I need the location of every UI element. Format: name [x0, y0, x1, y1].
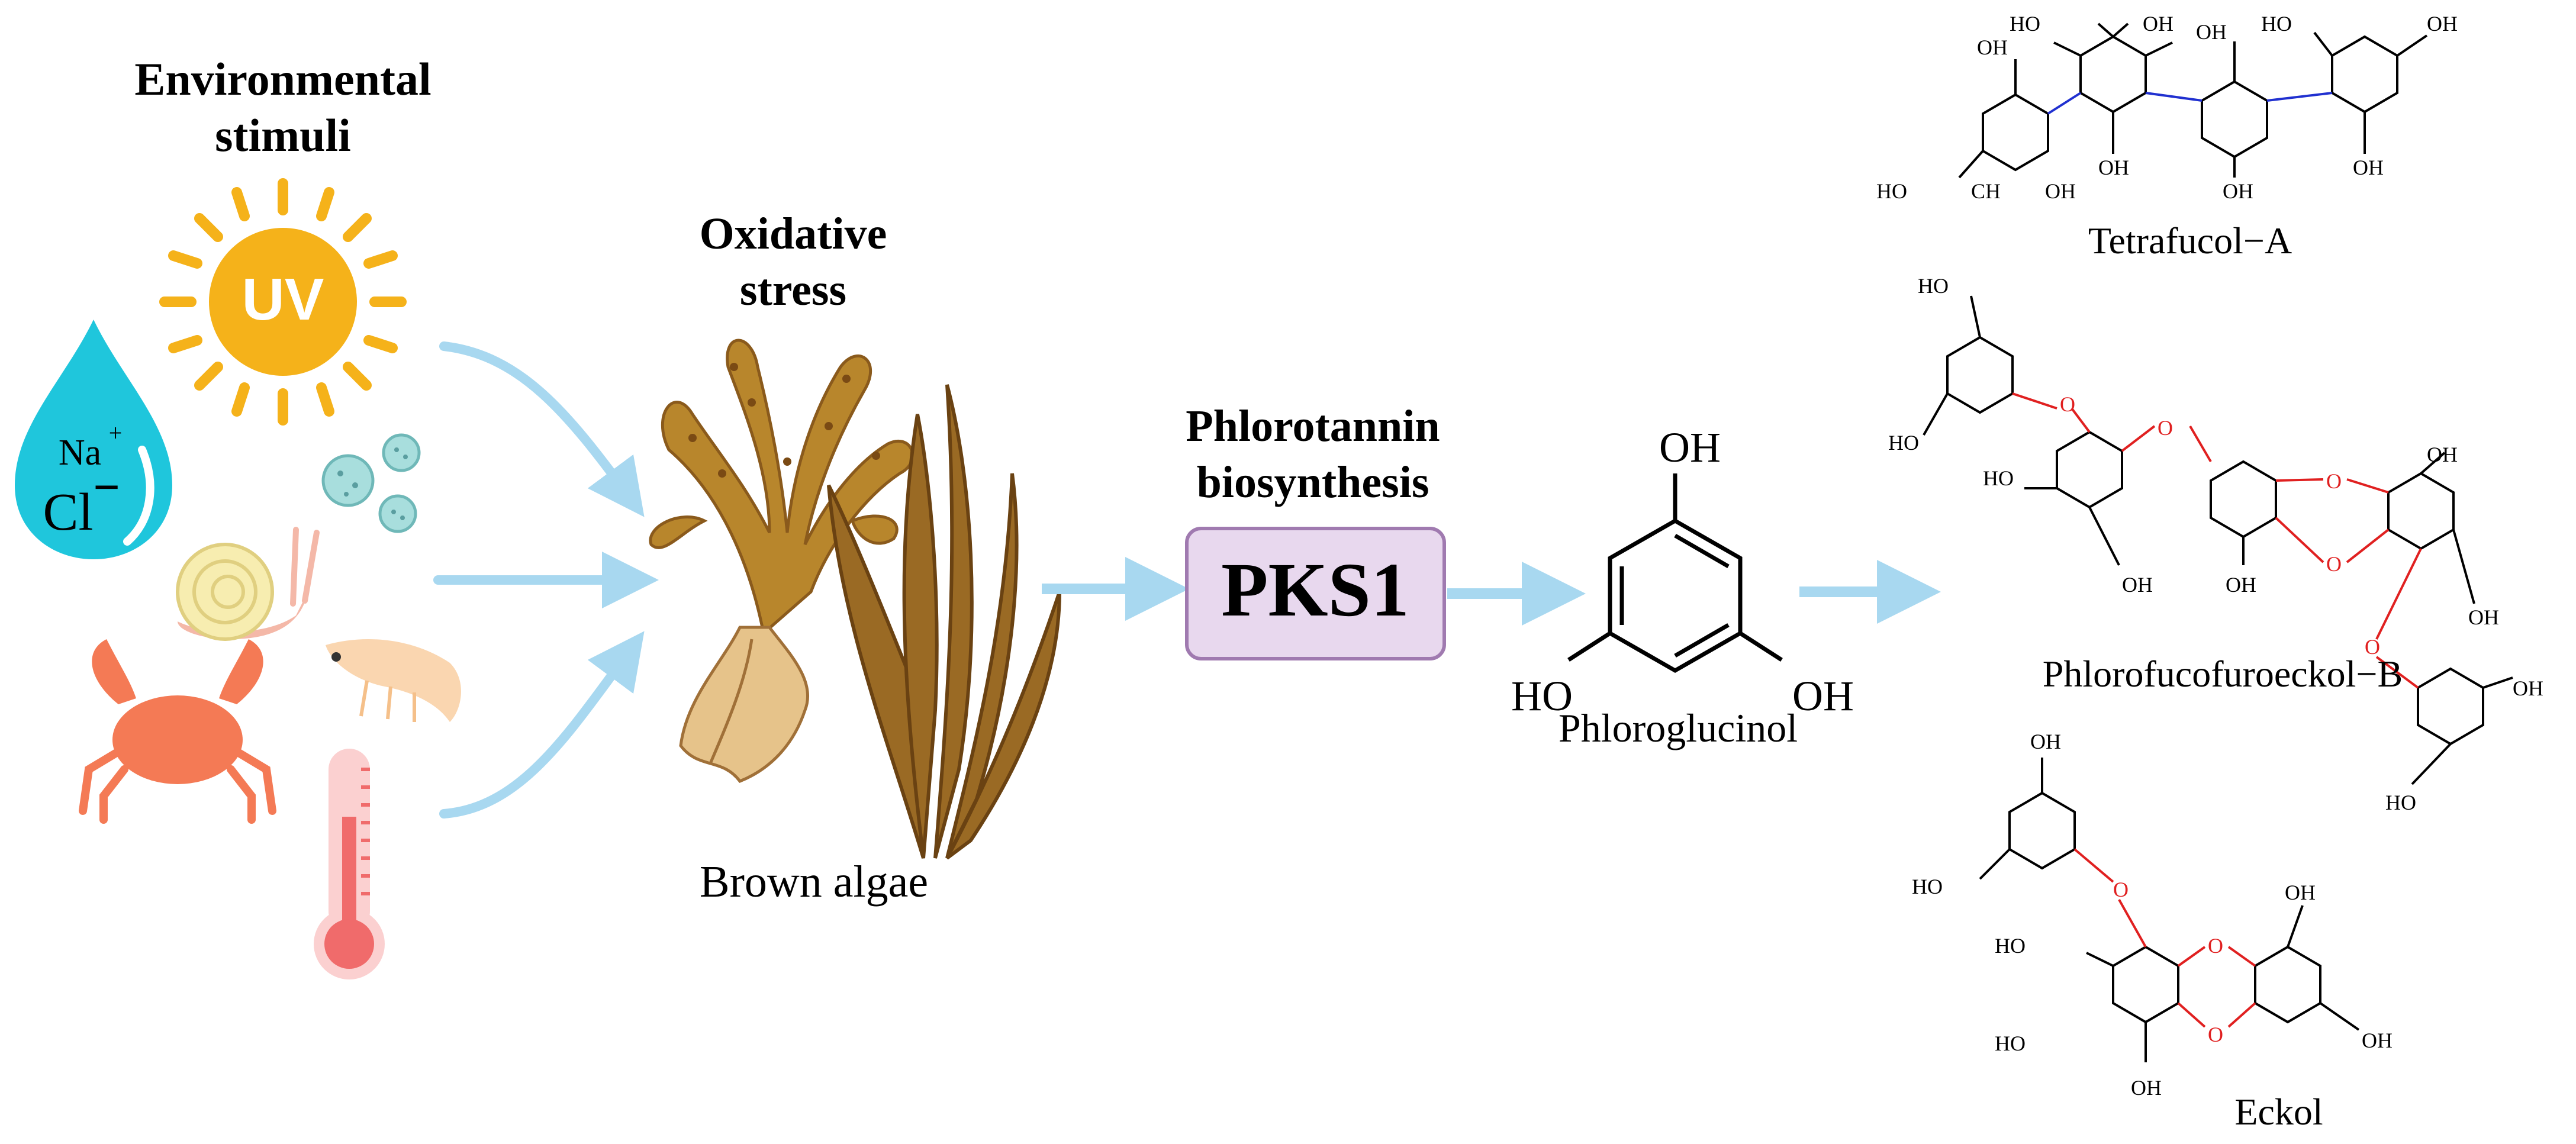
- pfe-ho-9: HO: [2385, 791, 2416, 814]
- phlorofucofuroeckol-b-label: Phlorofucofuroeckol−B: [2043, 653, 2403, 695]
- tetrafucol-oh-9: OH: [2353, 156, 2384, 179]
- salt-na-charge: +: [109, 420, 123, 446]
- salt-cl-label: Cl: [43, 483, 93, 542]
- uv-label: UV: [242, 266, 324, 333]
- stimuli-title-line1: Environmental: [134, 53, 431, 105]
- pfe-o-3: O: [2326, 469, 2342, 493]
- oxidative-stress-line2: stress: [740, 265, 846, 315]
- tetrafucol-oh-5: OH: [2427, 12, 2458, 36]
- eckol-label: Eckol: [2234, 1091, 2323, 1133]
- tetrafucol-a-structure: [1958, 22, 2428, 179]
- pfe-o-4: O: [2326, 552, 2342, 576]
- tetrafucol-ho-4: HO: [2261, 12, 2292, 36]
- tetrafucol-oh-11: OH: [2045, 179, 2076, 203]
- snail-icon: [176, 527, 320, 641]
- eckol-ho-4: HO: [1995, 1032, 2026, 1055]
- biosynthesis-title-line1: Phlorotannin: [1186, 401, 1440, 451]
- eckol-structure: [1979, 758, 2360, 1062]
- eckol-ho-2: HO: [1912, 875, 1943, 898]
- phloroglucinol-oh-right: OH: [1792, 672, 1854, 720]
- tetrafucol-oh-3: OH: [2143, 12, 2174, 36]
- stimuli-title-line2: stimuli: [215, 109, 351, 161]
- eckol-oh-7: OH: [2362, 1029, 2393, 1052]
- biosynthesis-title-line2: biosynthesis: [1197, 457, 1429, 507]
- phloroglucinol-ho-left: HO: [1511, 672, 1573, 720]
- pks1-enzyme-box: [1185, 527, 1446, 660]
- pfe-ho-3: HO: [1983, 466, 2014, 490]
- tetrafucol-ch: CH: [1971, 179, 2001, 203]
- uv-sun-icon: [159, 178, 407, 426]
- eckol-o-1: O: [2113, 878, 2129, 901]
- tetrafucol-oh-1: OH: [1977, 36, 2008, 59]
- tetrafucol-a-label: Tetrafucol−A: [2088, 220, 2292, 262]
- oxidative-stress-line1: Oxidative: [700, 209, 887, 259]
- phloroglucinol-oh-top: OH: [1659, 424, 1721, 471]
- tetrafucol-ho-10: HO: [1876, 179, 1907, 203]
- salt-na-label: Na: [59, 433, 101, 473]
- salt-cl-charge: −: [93, 462, 120, 514]
- salt-drop-icon: [15, 320, 172, 559]
- pfe-o-1: O: [2060, 392, 2075, 416]
- tetrafucol-oh-8: OH: [2223, 179, 2253, 203]
- pfe-oh-8: OH: [2513, 676, 2543, 700]
- brown-algae-illustration: [649, 339, 1061, 860]
- eckol-ho-3: HO: [1995, 934, 2026, 958]
- pks1-label: PKS1: [1221, 547, 1409, 633]
- pfe-oh-4: OH: [2122, 573, 2153, 597]
- phlorofucofuroeckol-b-structure: [1923, 295, 2513, 785]
- pfe-ho-1: HO: [1918, 274, 1949, 298]
- brown-algae-label: Brown algae: [700, 857, 928, 907]
- eckol-o-3: O: [2208, 1023, 2223, 1046]
- pfe-o-2: O: [2158, 416, 2173, 440]
- eckol-oh-1: OH: [2030, 730, 2061, 753]
- tetrafucol-oh-6: OH: [2196, 20, 2227, 44]
- thermometer-icon: [314, 749, 385, 979]
- stimuli-arrows: [433, 341, 659, 818]
- tetrafucol-oh-7: OH: [2098, 156, 2129, 179]
- tetrafucol-ho-2: HO: [2010, 12, 2040, 36]
- phloroglucinol-label: Phloroglucinol: [1559, 705, 1798, 750]
- pfe-oh-7: OH: [2468, 605, 2499, 629]
- pfe-o-5: O: [2365, 635, 2380, 659]
- eckol-oh-5: OH: [2131, 1076, 2162, 1100]
- microbe-icon: [321, 433, 421, 533]
- phloroglucinol-structure: [1567, 473, 1783, 673]
- eckol-oh-6: OH: [2285, 881, 2316, 904]
- crab-icon: [79, 639, 276, 824]
- shrimp-icon: [326, 639, 461, 722]
- pfe-oh-6: OH: [2427, 443, 2458, 466]
- eckol-o-2: O: [2208, 934, 2223, 958]
- pfe-ho-2: HO: [1888, 431, 1919, 455]
- pfe-oh-5: OH: [2226, 573, 2256, 597]
